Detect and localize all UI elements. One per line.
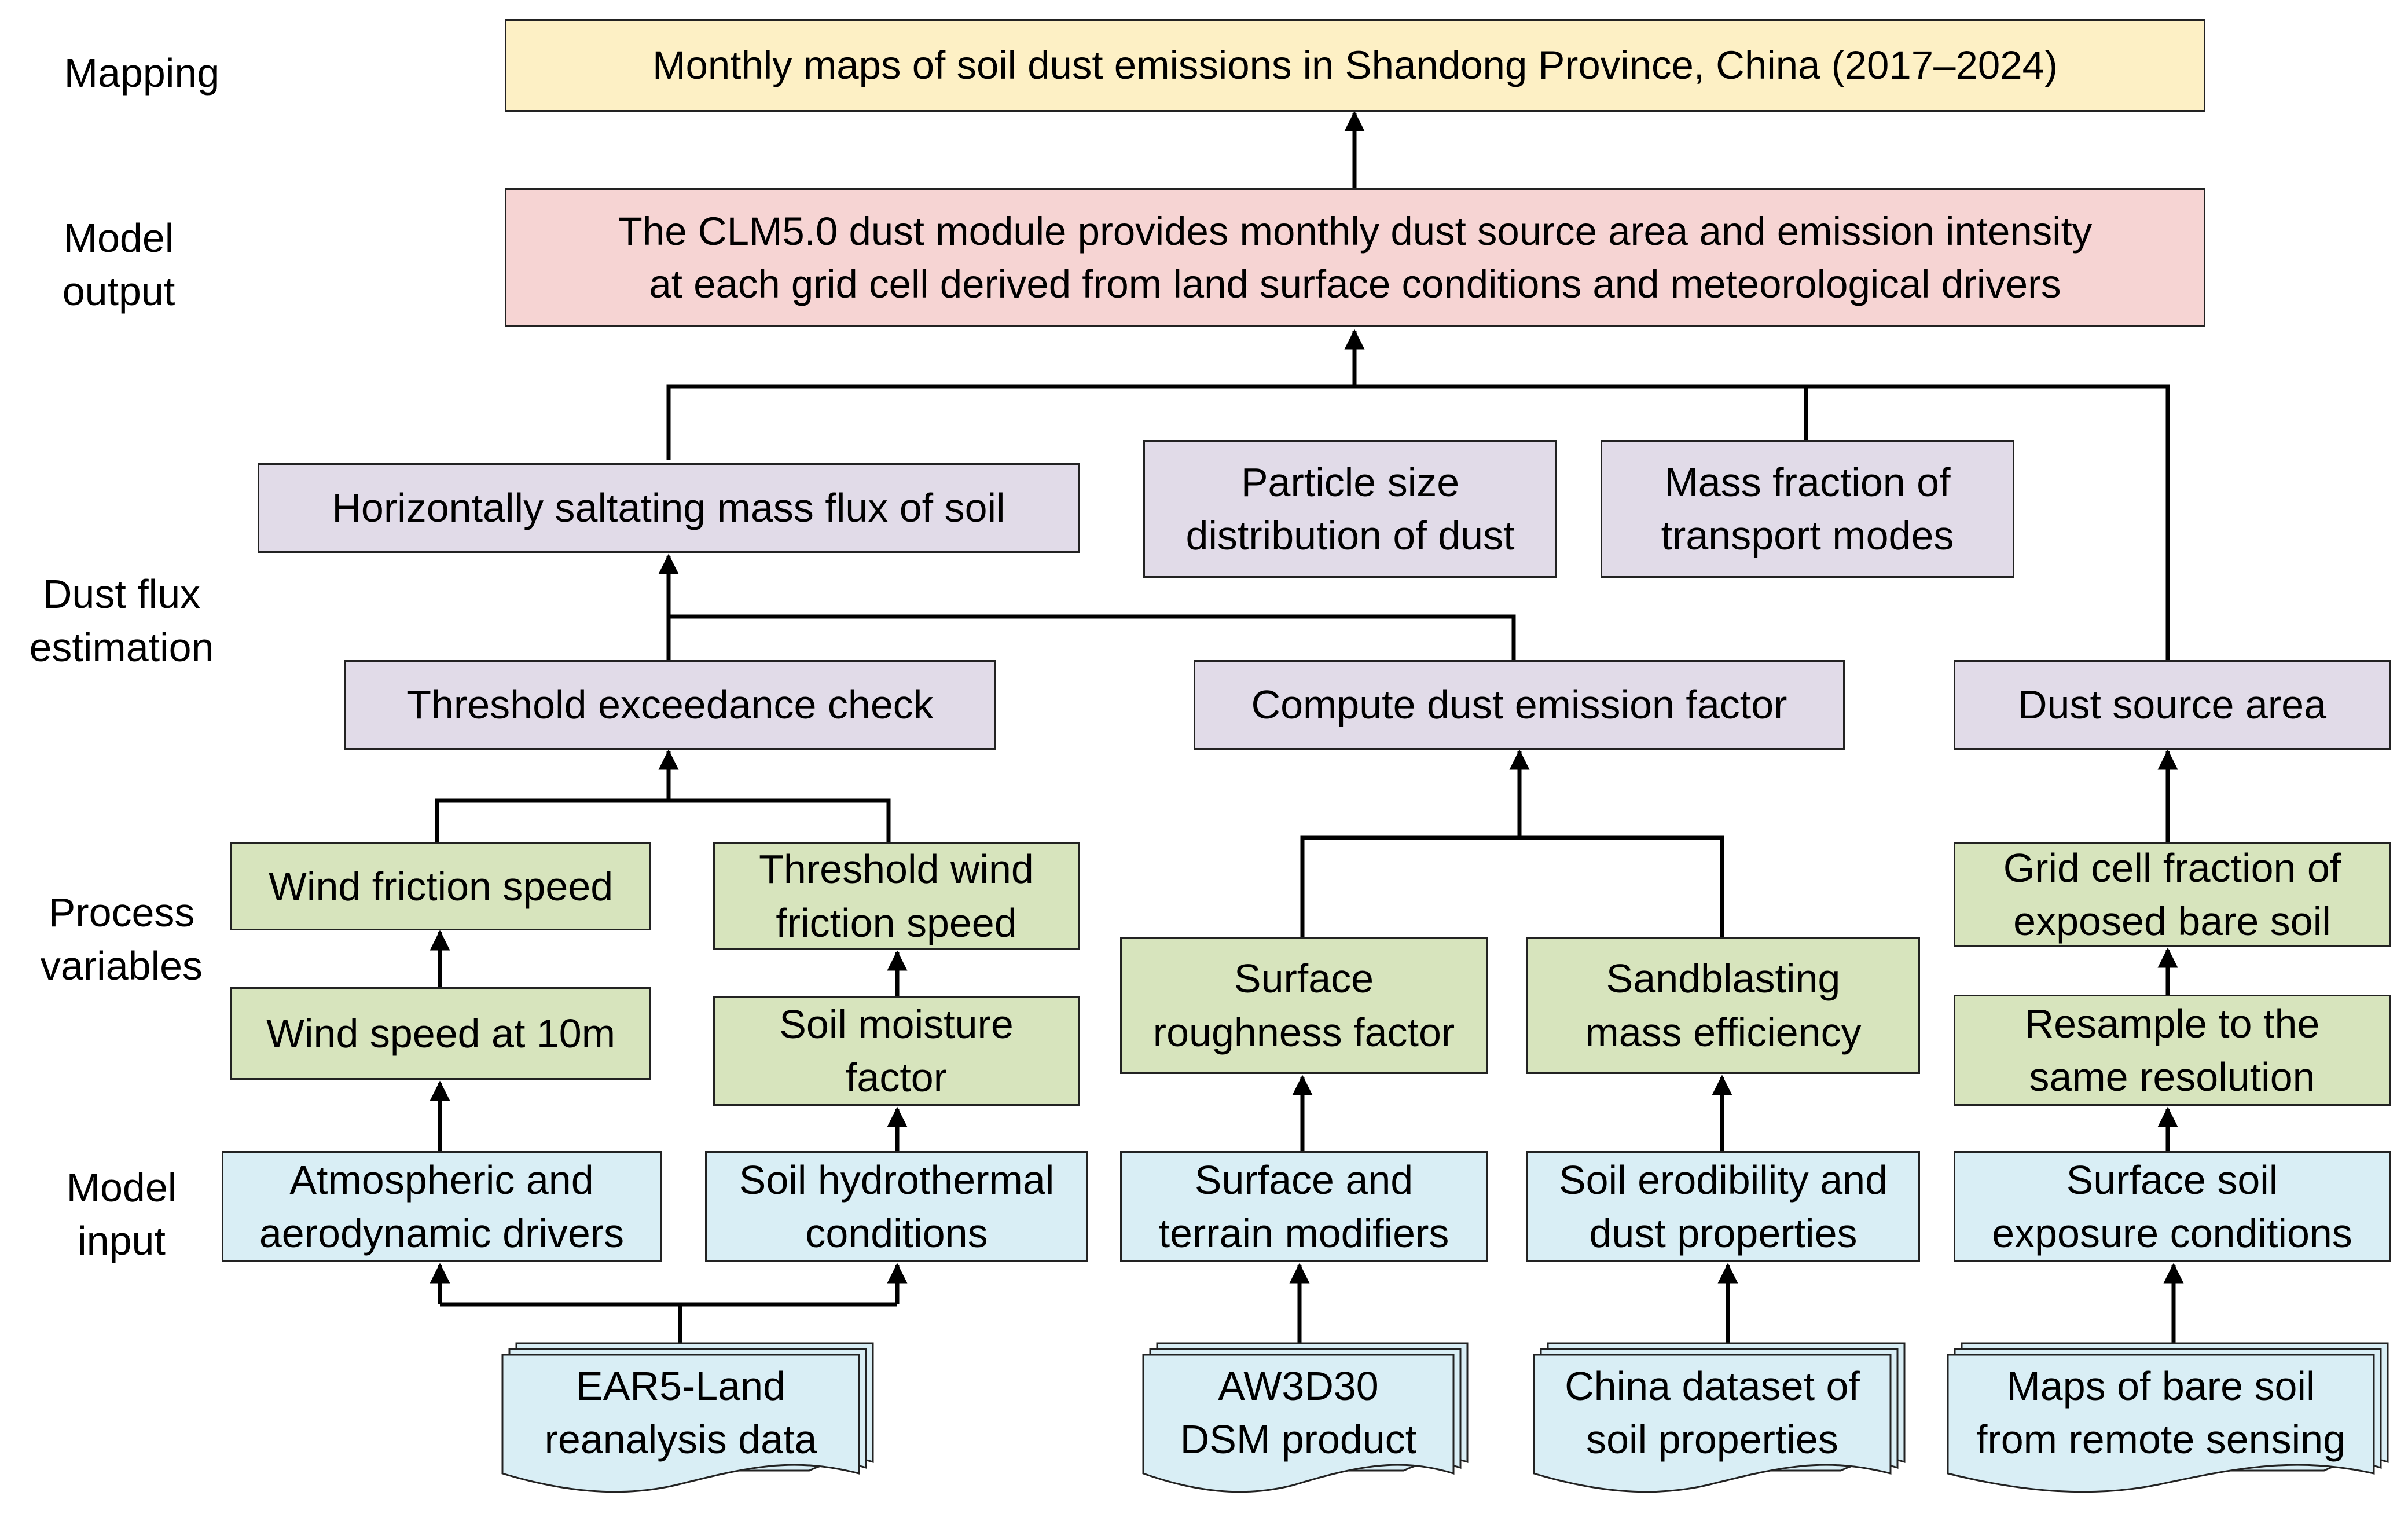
particle-size-box: Particle size distribution of dust <box>1143 440 1557 578</box>
mass-fraction-box: Mass fraction of transport modes <box>1601 440 2014 578</box>
data-source-aw3d30: AW3D30 DSM product <box>1142 1342 1469 1493</box>
data-source-label: Maps of bare soil from remote sensing <box>1976 1363 2346 1462</box>
resample-box: Resample to the same resolution <box>1954 995 2391 1106</box>
connector-roughness-pair <box>1300 835 1724 937</box>
sandblasting-box: Sandblasting mass efficiency <box>1526 937 1920 1074</box>
data-source-label: AW3D30 DSM product <box>1180 1363 1417 1462</box>
connector-emission-factor <box>669 614 1516 660</box>
document-stack-icon <box>501 1342 874 1493</box>
hydrothermal-box: Soil hydrothermal conditions <box>705 1151 1088 1262</box>
wind-friction-box: Wind friction speed <box>230 842 651 930</box>
stage-label-process: Process variables <box>40 890 203 989</box>
source-area-box: Dust source area <box>1954 660 2391 750</box>
bare-fraction-box: Grid cell fraction of exposed bare soil <box>1954 842 2391 947</box>
saltation-flux-box: Horizontally saltating mass flux of soil <box>258 463 1080 553</box>
connector-era5-split <box>440 1302 682 1349</box>
threshold-check-box: Threshold exceedance check <box>344 660 996 750</box>
stage-label-mapping: Mapping <box>64 50 220 96</box>
wind-speed-box: Wind speed at 10m <box>230 987 651 1080</box>
stage-label-dust-flux: Dust flux estimation <box>29 571 214 670</box>
atmospheric-drivers-box: Atmospheric and aerodynamic drivers <box>222 1151 662 1262</box>
threshold-wind-box: Threshold wind friction speed <box>713 842 1080 950</box>
data-source-label: China dataset of soil properties <box>1565 1363 1860 1462</box>
data-source-bare-soil: Maps of bare soil from remote sensing <box>1947 1342 2389 1493</box>
connector-flux-bus <box>666 384 2170 660</box>
data-source-china-soil: China dataset of soil properties <box>1533 1342 1906 1493</box>
stage-label-model-input: Model input <box>66 1165 177 1264</box>
terrain-modifiers-box: Surface and terrain modifiers <box>1120 1151 1488 1262</box>
document-stack-icon <box>1533 1342 1906 1493</box>
erodibility-box: Soil erodibility and dust properties <box>1526 1151 1920 1262</box>
roughness-box: Surface roughness factor <box>1120 937 1488 1074</box>
emission-factor-box: Compute dust emission factor <box>1194 660 1845 750</box>
data-source-label: EAR5-Land reanalysis data <box>544 1363 817 1462</box>
model-output-box: The CLM5.0 dust module provides monthly … <box>505 188 2205 327</box>
exposure-conditions-box: Surface soil exposure conditions <box>1954 1151 2391 1262</box>
document-stack-icon <box>1142 1342 1469 1493</box>
mapping-box: Monthly maps of soil dust emissions in S… <box>505 19 2205 112</box>
stage-label-model-output: Model output <box>62 215 175 314</box>
soil-moisture-box: Soil moisture factor <box>713 996 1080 1106</box>
data-source-era5: EAR5-Land reanalysis data <box>501 1342 874 1493</box>
document-stack-icon <box>1947 1342 2389 1493</box>
connector-friction-pair <box>435 798 891 842</box>
